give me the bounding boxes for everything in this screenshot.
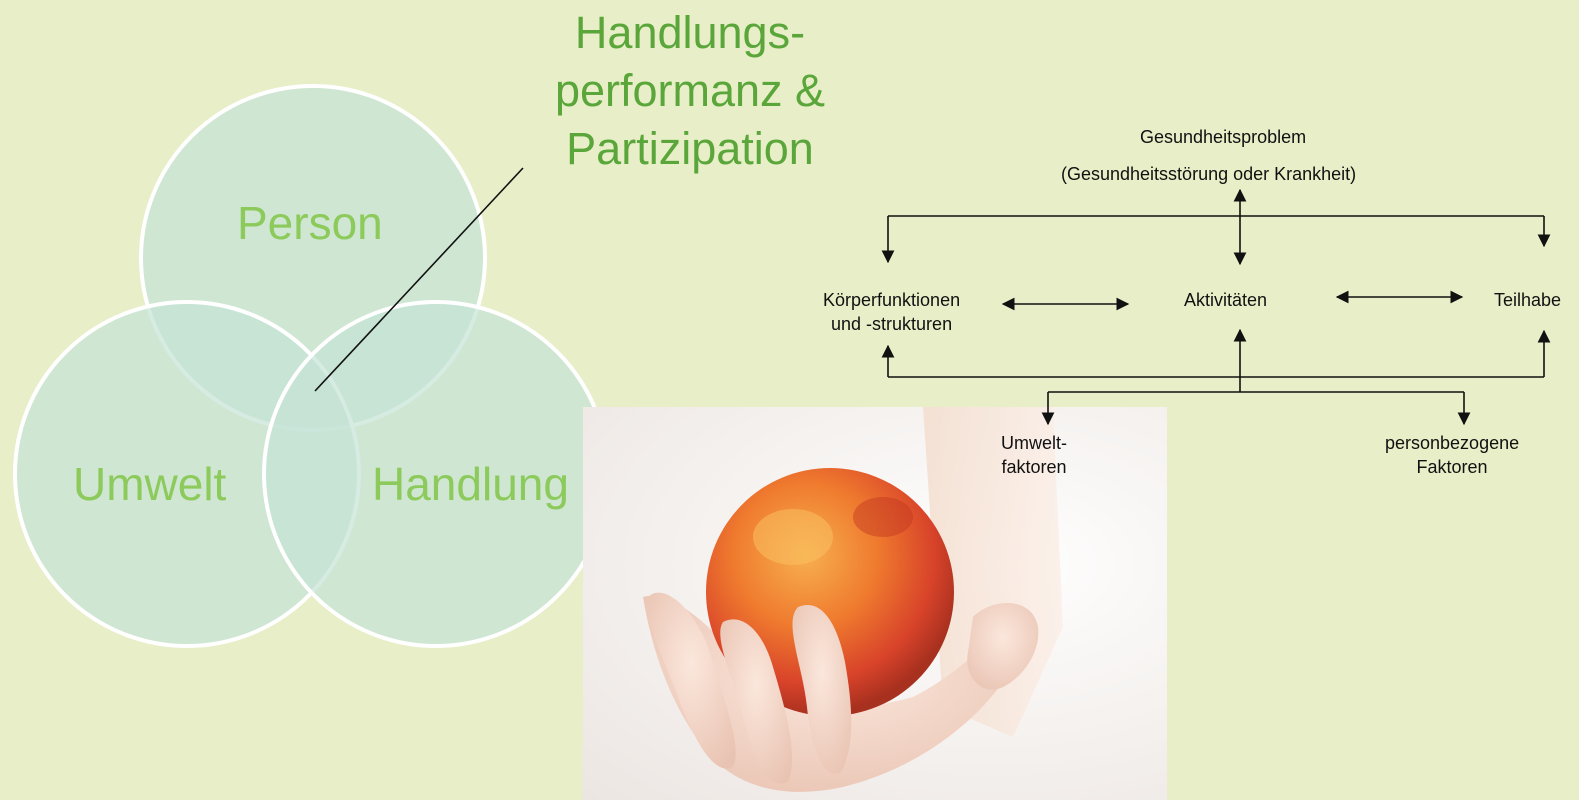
icf-personbezogene-line2: Faktoren <box>1416 457 1488 477</box>
title-handlungsperformanz: Handlungs- performanz & Partizipation <box>520 4 860 178</box>
icf-koerperfunktionen-line2: und -strukturen <box>831 314 953 334</box>
hand-ball-illustration <box>643 407 1063 792</box>
icf-teilhabe: Teilhabe <box>1494 290 1562 310</box>
icf-personbezogene-line1: personbezogene <box>1385 433 1520 453</box>
venn-label-person: Person <box>237 197 383 249</box>
hand-ball-photo <box>583 407 1167 800</box>
icf-umweltfaktoren: Umwelt- faktoren <box>1001 431 1067 479</box>
pointer-line <box>314 167 524 392</box>
venn-label-umwelt: Umwelt <box>73 458 227 510</box>
icf-health-problem: Gesundheitsproblem <box>1140 127 1307 147</box>
icf-koerperfunktionen-line1: Körperfunktionen <box>823 290 961 310</box>
venn-label-handlung: Handlung <box>372 458 569 510</box>
title-line-3: Partizipation <box>566 123 814 174</box>
title-line-1: Handlungs- <box>574 7 806 58</box>
icf-koerperfunktionen: Körperfunktionen und -strukturen <box>823 288 960 336</box>
icf-personbezogene-faktoren: personbezogene Faktoren <box>1385 431 1519 479</box>
icf-aktivitaeten: Aktivitäten <box>1184 290 1268 310</box>
icf-umweltfaktoren-line1: Umwelt- <box>1001 433 1067 453</box>
title-line-2: performanz & <box>554 65 826 116</box>
icf-umweltfaktoren-line2: faktoren <box>1001 457 1067 477</box>
icf-health-problem-sub: (Gesundheitsstörung oder Krankheit) <box>1061 164 1357 184</box>
